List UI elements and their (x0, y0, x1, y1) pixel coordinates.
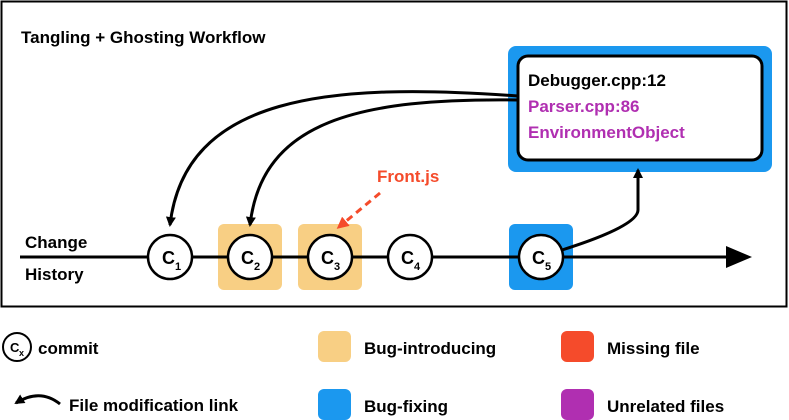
legend-commit-label: commit (38, 339, 99, 358)
link-fix-box-to-c1 (165, 90, 519, 227)
history-label: History (25, 265, 84, 284)
commit-c5[interactable]: C 5 (517, 233, 565, 281)
commit-c3-sub: 3 (334, 261, 340, 273)
commit-c3-letter: C (321, 248, 334, 268)
legend-commit-letter: C (10, 340, 20, 355)
commit-c2[interactable]: C 2 (226, 233, 274, 281)
commit-c2-sub: 2 (254, 261, 260, 273)
legend-bug-introducing-label: Bug-introducing (364, 339, 496, 358)
legend-unrelated-files: Unrelated files (561, 389, 724, 420)
commit-c1[interactable]: C 1 (146, 233, 194, 281)
legend-missing-file-label: Missing file (607, 339, 700, 358)
legend-bug-fixing: Bug-fixing (318, 389, 448, 420)
missing-file-label: Front.js (377, 167, 439, 186)
fix-box-file-debugger: Debugger.cpp:12 (528, 71, 666, 90)
link-c5-to-fix-box (561, 168, 643, 252)
change-label: Change (25, 233, 87, 252)
commit-c5-sub: 5 (545, 261, 551, 273)
legend-missing-file: Missing file (561, 331, 700, 362)
fix-box-file-parser: Parser.cpp:86 (528, 97, 640, 116)
commit-c4-sub: 4 (414, 261, 421, 273)
legend-bug-fixing-swatch (318, 389, 351, 420)
legend-unrelated-files-label: Unrelated files (607, 397, 724, 416)
fix-box-file-environment: EnvironmentObject (528, 123, 685, 142)
legend-link: File modification link (14, 394, 239, 415)
legend-commit-sub: x (19, 348, 24, 358)
legend-link-label: File modification link (69, 396, 239, 415)
legend-bug-fixing-label: Bug-fixing (364, 397, 448, 416)
commit-c1-letter: C (162, 248, 175, 268)
commit-c1-sub: 1 (175, 261, 181, 273)
legend-bug-introducing-swatch (318, 331, 351, 362)
legend-link-arrow-icon (14, 394, 61, 406)
fix-box (516, 54, 764, 162)
commit-c3[interactable]: C 3 (306, 233, 354, 281)
commit-c2-letter: C (241, 248, 254, 268)
commit-c5-letter: C (532, 248, 545, 268)
diagram-title: Tangling + Ghosting Workflow (21, 28, 266, 47)
missing-file-link (336, 191, 381, 229)
timeline-arrowhead (726, 246, 752, 268)
legend-unrelated-files-swatch (561, 389, 594, 420)
legend-commit-symbol (2, 332, 32, 362)
legend-bug-introducing: Bug-introducing (318, 331, 496, 362)
commit-c4[interactable]: C 4 (386, 233, 434, 281)
legend-missing-file-swatch (561, 331, 594, 362)
legend-commit: C x commit (2, 332, 99, 362)
commit-c4-letter: C (401, 248, 414, 268)
link-fix-box-to-c2 (245, 98, 519, 227)
